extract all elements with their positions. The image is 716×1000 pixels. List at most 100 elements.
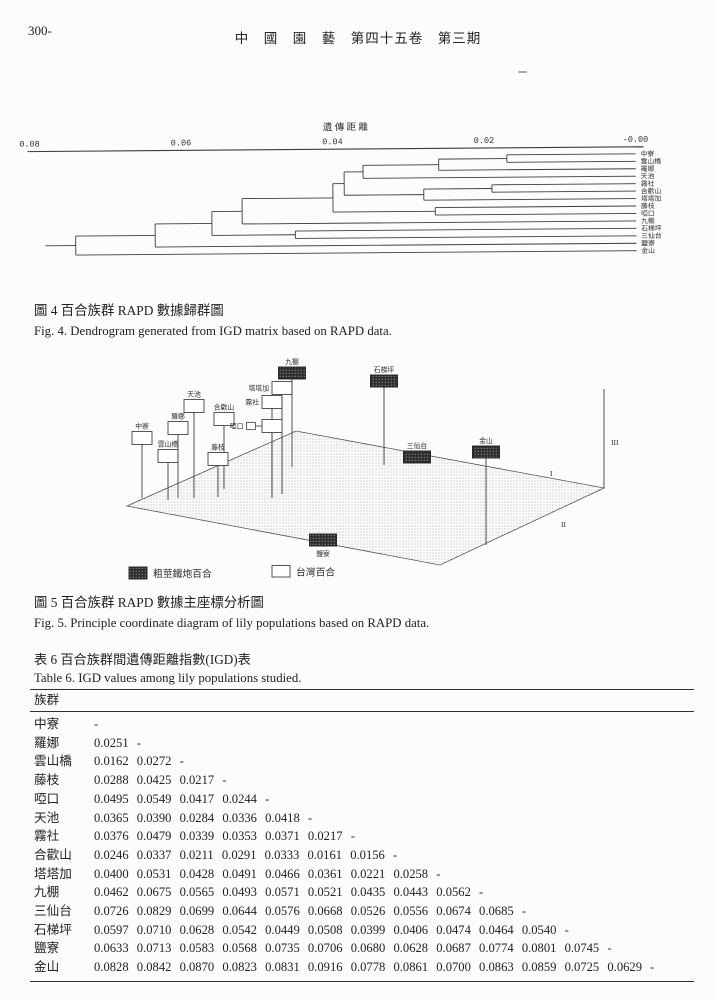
dendrogram-branch: [333, 210, 436, 213]
pcoa-point-box-white: [183, 399, 205, 413]
table-row: 塔塔加 0.0400 0.0531 0.0428 0.0491 0.0466 0.…: [30, 865, 694, 884]
axis-tick-label: 0.04: [322, 137, 342, 147]
dendrogram-leaf-label: 塔塔加: [641, 194, 662, 203]
dendrogram-leaf-label: 金山: [641, 246, 655, 255]
pcoa-point-box-white: [207, 452, 229, 466]
dendrogram-branch: [506, 160, 636, 163]
dendrogram-branch: [423, 188, 492, 190]
dendrogram-leaf-label: 合歡山: [641, 186, 662, 195]
igd-values: 0.0597 0.0710 0.0628 0.0542 0.0449 0.050…: [94, 922, 569, 937]
pcoa-point-box-white: [157, 449, 179, 463]
population-name: 金山: [34, 960, 60, 975]
pcoa-point-label: 塔塔加: [249, 383, 270, 392]
dendrogram-leaf-label: 藤枝: [641, 201, 655, 210]
population-name: 霧社: [34, 829, 60, 844]
legend-label: 粗莖鐵炮百合: [153, 567, 212, 580]
pcoa-point-box-dark: [278, 366, 306, 380]
igd-values: -: [94, 717, 99, 731]
dendrogram-branch: [75, 235, 156, 237]
journal-header: 中 國 園 藝 第四十五卷 第三期: [234, 31, 482, 46]
population-name: 雲山橋: [34, 754, 72, 769]
dendrogram-branch: [435, 205, 637, 209]
population-name: 三仙台: [34, 904, 72, 919]
dendrogram-leaf-label: 中寮: [641, 149, 655, 158]
dendrogram-leaf-label: 羅娜: [641, 164, 655, 173]
dendrogram-branch: [75, 250, 637, 256]
table-row: 石梯坪 0.0597 0.0710 0.0628 0.0542 0.0449 0.…: [30, 921, 694, 940]
pcoa-point-label: 藤枝: [211, 443, 225, 452]
pcoa-axis-label-i: I: [550, 469, 553, 478]
pcoa-plane: [125, 430, 606, 566]
figure5-pcoa-plot: IIIIII中寮雲山橋羅娜天池合歡山藤枝霧社塔塔加啞口九棚石梯坪三仙台金山鹽寮粗…: [125, 357, 619, 580]
population-name: 塔塔加: [34, 866, 72, 881]
scan-artifact: [518, 71, 527, 73]
dendrogram-branch: [435, 212, 637, 216]
axis-tick-label: 0.02: [474, 136, 494, 146]
table-row: 雲山橋 0.0162 0.0272 -: [30, 752, 694, 771]
table6-caption-zh: 表 6 百合族群間遺傳距離指數(IGD)表: [34, 652, 251, 667]
igd-values: 0.0495 0.0549 0.0417 0.0244 -: [94, 791, 270, 806]
pcoa-point-box-white: [271, 381, 293, 395]
igd-values: 0.0365 0.0390 0.0284 0.0336 0.0418 -: [94, 810, 313, 825]
axis-tick-label: 0.08: [19, 140, 39, 150]
pcoa-point-label: 雲山橋: [158, 440, 179, 449]
legend-swatch-white: [271, 565, 291, 578]
legend-swatch-dark: [128, 566, 148, 580]
population-name: 石梯坪: [34, 922, 72, 937]
pcoa-point-label: 三仙台: [407, 441, 428, 450]
igd-values: 0.0400 0.0531 0.0428 0.0491 0.0466 0.036…: [94, 866, 441, 881]
pcoa-point-box-dark: [472, 445, 500, 459]
dendrogram-leaf-label: 霧社: [641, 179, 655, 188]
igd-values: 0.0633 0.0713 0.0583 0.0568 0.0735 0.070…: [94, 941, 612, 956]
pcoa-point-label: 羅娜: [171, 412, 185, 421]
pcoa-point-box-white: [261, 419, 283, 433]
pcoa-point-box-white: [261, 395, 283, 409]
igd-values: 0.0376 0.0479 0.0339 0.0353 0.0371 0.021…: [94, 829, 355, 844]
population-name: 合歡山: [34, 847, 72, 862]
igd-values: 0.0162 0.0272 -: [94, 754, 184, 769]
table6-igd: 表 6 百合族群間遺傳距離指數(IGD)表 Table 6. IGD value…: [30, 650, 694, 982]
pcoa-point-label: 啞口: [230, 422, 244, 430]
pcoa-point-box-white: [131, 431, 153, 445]
pcoa-point-box-dark: [403, 450, 431, 464]
figure5-caption-zh: 圖 5 百合族群 RAPD 數據主座標分析圖: [34, 595, 264, 610]
igd-values: 0.0251 -: [94, 735, 141, 750]
table-row: 三仙台 0.0726 0.0829 0.0699 0.0644 0.0576 0.…: [30, 902, 694, 921]
pcoa-point-label: 中寮: [135, 422, 149, 431]
population-name: 羅娜: [34, 735, 60, 750]
figure4-caption-zh: 圖 4 百合族群 RAPD 數據歸群圖: [34, 303, 224, 318]
dendrogram-branch: [438, 158, 507, 160]
table6-row-header: 族群: [30, 690, 694, 712]
table-row: 中寮-: [30, 715, 694, 734]
pcoa-mini-box: [246, 422, 256, 430]
pcoa-point-box-white: [213, 412, 235, 426]
legend-label: 台灣百合: [296, 566, 335, 579]
figure5-caption-en: Fig. 5. Principle coordinate diagram of …: [34, 615, 430, 630]
pcoa-point-label: 天池: [187, 390, 201, 399]
pcoa-point-label: 金山: [479, 436, 493, 445]
dendrogram-leaf-label: 雲山橋: [641, 156, 662, 165]
dendrogram-branch: [491, 183, 636, 186]
pcoa-axis-label-ii: II: [561, 520, 566, 529]
figure5-caption: 圖 5 百合族群 RAPD 數據主座標分析圖 Fig. 5. Principle…: [34, 593, 429, 634]
population-name: 藤枝: [34, 773, 60, 788]
igd-values: 0.0828 0.0842 0.0870 0.0823 0.0831 0.091…: [94, 960, 655, 975]
dendrogram-branch: [242, 220, 637, 225]
dendrogram-branch: [423, 198, 636, 201]
pcoa-point-box-dark: [370, 374, 398, 388]
page-number: 300-: [28, 23, 52, 38]
table-row: 霧社 0.0376 0.0479 0.0339 0.0353 0.0371 0.0…: [30, 827, 694, 846]
dendrogram-title: 遺 傳 距 離: [323, 121, 369, 133]
igd-values: 0.0462 0.0675 0.0565 0.0493 0.0571 0.052…: [94, 885, 484, 900]
dendrogram-leaf-label: 三仙台: [641, 231, 662, 240]
pcoa-point-label: 石梯坪: [374, 365, 395, 374]
table-row: 羅娜 0.0251 -: [30, 734, 694, 753]
igd-values: 0.0246 0.0337 0.0211 0.0291 0.0333 0.016…: [94, 847, 398, 862]
dendrogram-branch: [155, 242, 637, 248]
igd-values: 0.0726 0.0829 0.0699 0.0644 0.0576 0.066…: [94, 904, 527, 919]
